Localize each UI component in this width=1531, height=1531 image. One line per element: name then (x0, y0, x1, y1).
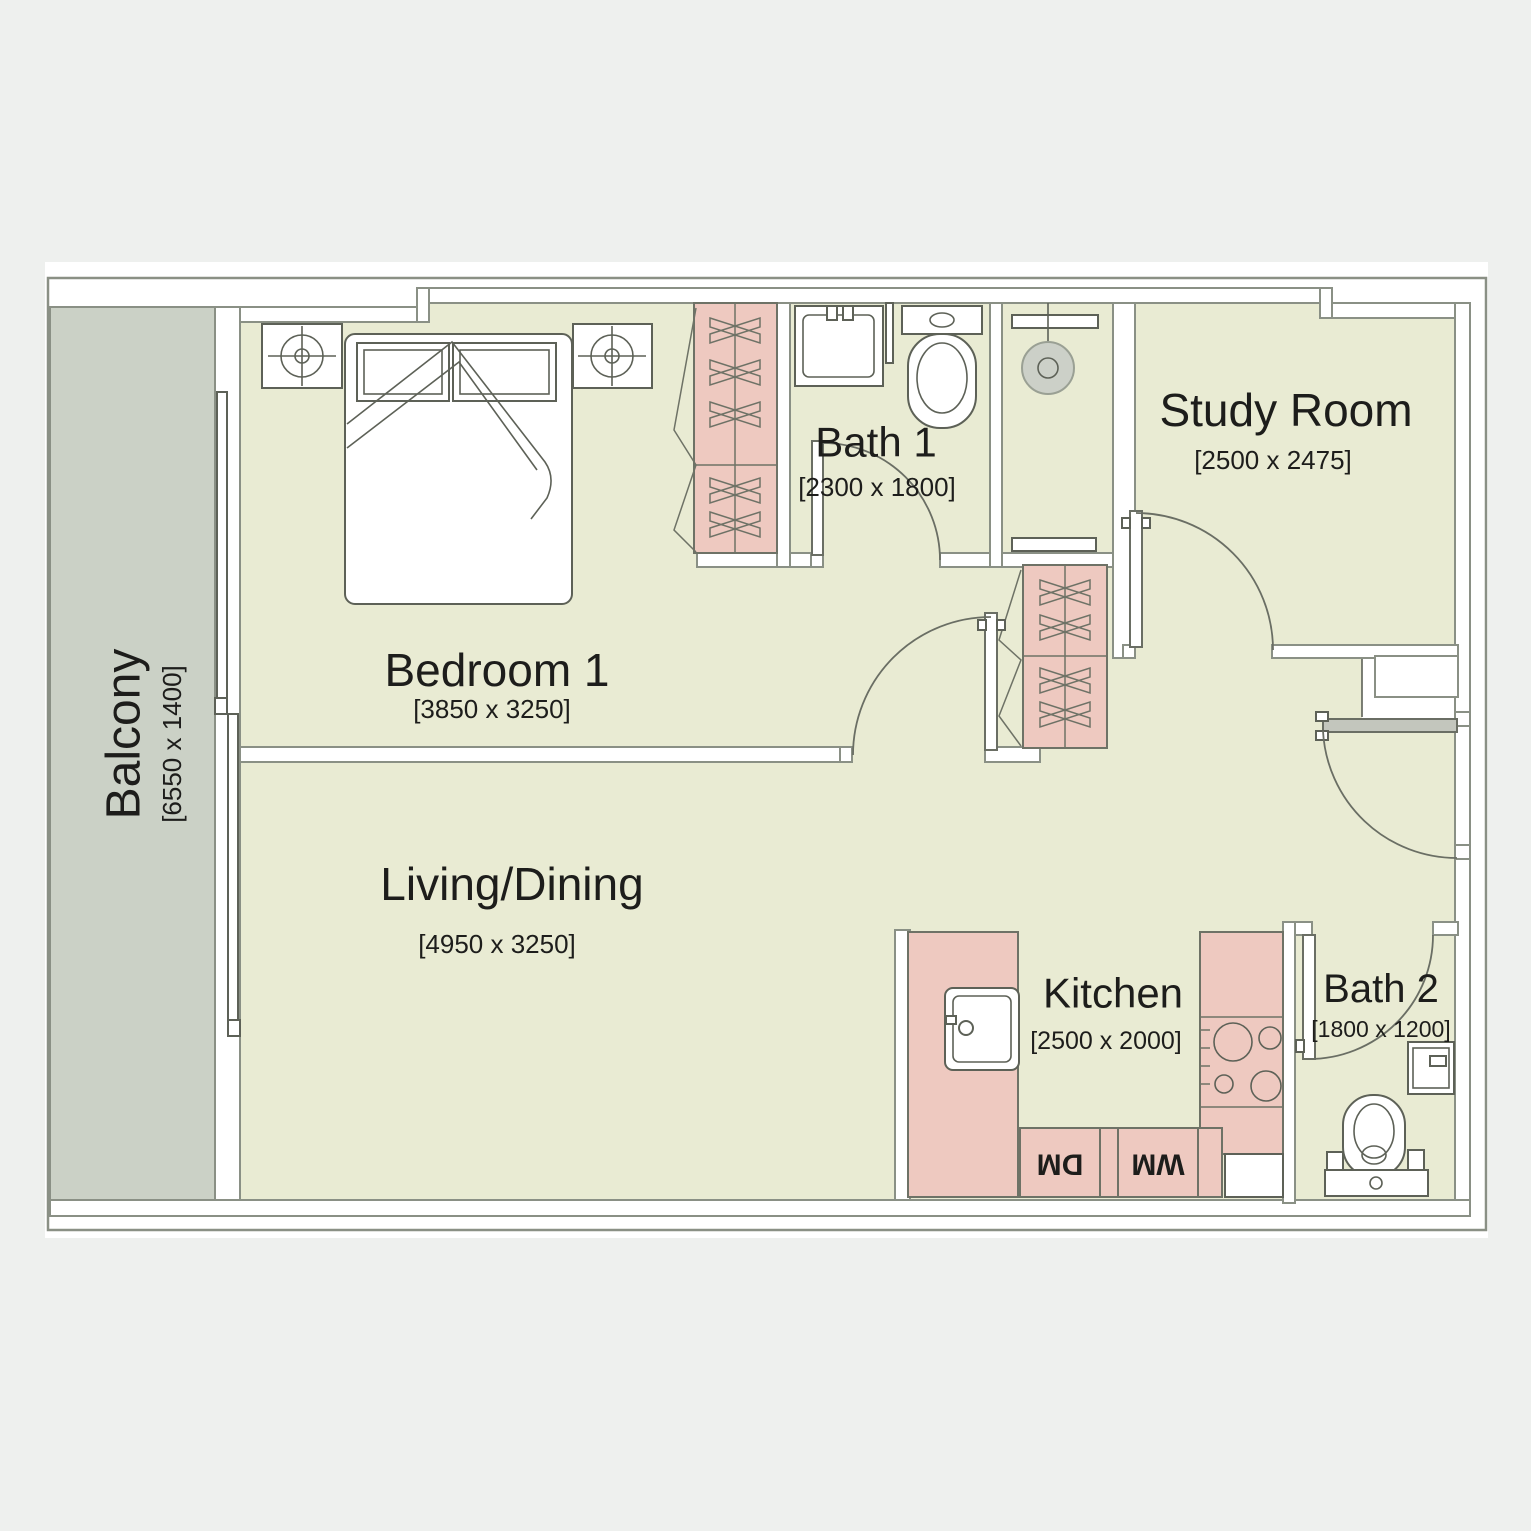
wardrobe-icon (998, 564, 1108, 749)
wall (1294, 921, 1313, 936)
room-label-living: Living/Dining (380, 858, 643, 910)
sliding-door-handle (227, 1019, 241, 1037)
room-dims-bath1: [2300 x 1800] (798, 472, 956, 502)
stove-icon (1213, 1022, 1282, 1102)
door-bedroom (852, 612, 1006, 756)
door-bath1 (811, 440, 941, 561)
wall (989, 302, 1003, 568)
wall (416, 287, 1321, 304)
folding-door-icon (998, 569, 1022, 747)
room-dims-balcony: [6550 x 1400] (157, 665, 187, 823)
wall (1319, 287, 1333, 319)
folding-door-icon (673, 307, 697, 553)
washing-machine-box (1117, 1127, 1199, 1198)
room-dims-bath2: [1800 x 1200] (1311, 1016, 1450, 1042)
wall-cap (1454, 844, 1471, 860)
toilet-icon (1324, 1094, 1429, 1197)
wall (776, 302, 791, 568)
appliance-label-wm: WM (1131, 1148, 1184, 1181)
door-entry (1315, 711, 1458, 859)
wall (1282, 921, 1296, 1204)
service-niche (1374, 655, 1459, 698)
room-dims-bedroom1: [3850 x 3250] (413, 694, 571, 724)
partition (885, 302, 894, 364)
room-label-bath1: Bath 1 (815, 419, 936, 466)
wardrobe-icon (673, 302, 778, 554)
room-label-bath2: Bath 2 (1323, 967, 1439, 1011)
room-label-study: Study Room (1159, 384, 1412, 436)
door-study (1121, 510, 1274, 651)
room-label-bedroom1: Bedroom 1 (384, 644, 609, 696)
wall (696, 552, 824, 568)
bed-icon (344, 333, 573, 605)
sink-icon (794, 305, 884, 387)
exterior-notch (240, 296, 417, 307)
room-dims-living: [4950 x 3250] (418, 929, 576, 959)
wall-cap (839, 746, 853, 763)
wall (1319, 302, 1471, 319)
kitchen-sink-icon (944, 987, 1020, 1071)
sliding-door-panel (227, 713, 239, 1037)
room-label-balcony: Balcony (98, 649, 151, 820)
dishwasher-box (1019, 1127, 1101, 1198)
wall (239, 306, 418, 323)
room-label-kitchen: Kitchen (1043, 970, 1183, 1017)
room-dims-study: [2500 x 2475] (1194, 445, 1352, 475)
sliding-door-panel (216, 391, 228, 703)
door-bath2 (1295, 934, 1434, 1060)
wall-bottom (49, 1199, 1471, 1217)
room-dims-kitchen: [2500 x 2000] (1030, 1027, 1182, 1055)
toilet-icon (901, 305, 983, 429)
wall (1432, 921, 1459, 936)
sink-icon (1407, 1041, 1455, 1095)
nightstand-icon (572, 323, 653, 389)
wall (984, 746, 1041, 763)
sliding-door-handle (214, 697, 228, 715)
wall (1271, 644, 1459, 659)
wall (239, 746, 853, 763)
wall-right (1454, 302, 1471, 1204)
appliance-label-dm: DM (1037, 1148, 1084, 1181)
nightstand-icon (261, 323, 343, 389)
exterior-notch (1320, 286, 1470, 303)
shower-icon (1011, 303, 1099, 552)
wall (416, 287, 430, 323)
